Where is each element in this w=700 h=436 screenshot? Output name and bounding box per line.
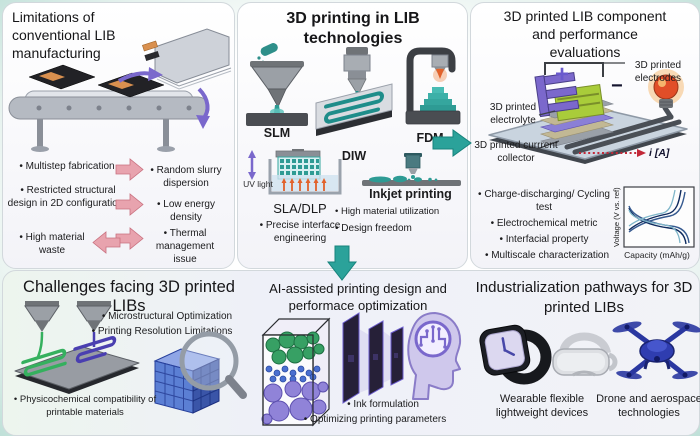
teal-arrow-right-icon [432,129,472,157]
bullet-microstructural-optimization: • Microstructural Optimization [101,311,233,322]
sla-vat-icon [248,149,342,195]
purple-electrode [534,71,580,118]
vr-headset-icon [552,332,618,377]
pouch-cell-icon [142,28,232,90]
bullet-high-material-waste: • High material waste [19,232,85,257]
purple-double-arrow-icon [248,150,256,180]
voltage-capacity-chart [623,186,695,248]
bullet-electrochemical-metric: • Electrochemical metric [490,218,598,229]
ai-brain-head-icon [407,312,462,400]
purple-arrow-icon [117,67,210,129]
panel-printing: 3D printing in LIB technologies SLM DI [237,2,468,269]
panel-evaluation: 3D printed LIB component and performance… [470,2,700,269]
chart-y-axis-label: Voltage (V vs. ref) [612,187,621,247]
electrode-sheet-icon [28,64,96,90]
chart-x-axis-label: Capacity (mAh/g) [624,250,690,260]
drone-icon [612,321,700,380]
caption-drone-aerospace: Drone and aerospace technologies [596,393,700,420]
pink-arrow-right-icon [115,158,144,181]
nozzle-icon [24,301,60,358]
bullet-printing-resolution: • Printing Resolution Limitations [91,326,233,337]
teal-arrow-down-icon [326,245,358,281]
uv-arrows-icon [283,183,325,191]
panel-limitations: Limitations of conventional LIB manufact… [2,2,235,269]
uv-light-label: UV light [243,179,273,189]
lattice-cube-icon [153,348,221,414]
dual-nozzle-print-icon [14,301,140,394]
fdm-printer-icon [405,47,461,125]
sla-dlp-label: SLA/DLP [273,201,327,216]
diw-printer-icon [315,47,393,136]
bullet-low-energy-density: • Low energy density [157,199,215,224]
bullet-interfacial-property: • Interfacial property [499,234,589,245]
panel-bottom: Challenges facing 3D printed LIBs [2,270,700,436]
challenges-title: Challenges facing 3D printed LIBs [23,278,235,315]
current-collector-trace [564,105,682,155]
bullet-charge-discharging: • Charge-discharging/ Cycling test [478,189,610,214]
diw-label: DIW [341,149,367,163]
light-bulb-icon [648,69,684,108]
slm-printer-icon [246,43,308,126]
inkjet-printer-icon [362,153,461,186]
smartwatch-icon [479,324,552,385]
label-printed-electrolyte: 3D printed electrolyte [489,102,537,126]
bullet-design-freedom: • Design freedom [335,223,412,234]
bullet-multistep-fabrication: • Multistep fabrication [19,161,115,172]
purple-particles [261,380,329,425]
caption-wearable-devices: Wearable flexible lightweight devices [495,393,589,420]
magnifier-lattice-icon [153,331,247,414]
limitations-title: Limitations of conventional LIB manufact… [12,9,116,61]
label-printed-electrodes: 3D printed electrodes [634,60,682,84]
bullet-precise-interface: • Precise interface engineering [259,220,341,245]
pink-arrow-left-icon [92,231,121,254]
battery-stack-illustration [488,62,688,164]
evaluation-title: 3D printed LIB component and performance… [503,8,667,60]
label-printed-current-collector: 3D printed currrent collector [474,140,558,164]
minus-terminal-label: − [611,75,623,97]
conveyor-illustration [8,28,232,152]
printing-title: 3D printing in LIB technologies [286,10,420,47]
bullet-multiscale-characterization: • Multiscale characterization [484,250,610,261]
ai-title: AI-assisted printing design and performa… [269,281,447,313]
bullet-restricted-structural-design: • Restricted structural design in 2D con… [7,185,129,210]
nn-layers-icon [342,312,404,404]
inkjet-label: Inkjet printing [369,187,452,201]
bullet-ink-formulation: • Ink formulation [347,399,419,410]
bullet-physicochemical-compatibility: • Physicochemical compatibility of print… [13,394,157,418]
current-arrow-icon [579,149,646,157]
industrialization-title: Industrialization pathways for 3D printe… [475,279,693,316]
blue-particles [265,365,321,383]
bullet-thermal-management-issue: • Thermal management issue [155,228,215,266]
current-label: i [A] [649,147,670,159]
particle-box-icon [261,317,331,427]
electrode-sheet-icon [97,72,165,98]
bullet-high-material-utilization: • High material utilization [335,206,440,217]
plus-terminal-label: + [555,61,570,88]
pink-arrow-right-icon [115,193,144,216]
slm-label: SLM [263,126,291,140]
bullet-random-slurry-dispersion: • Random slurry dispersion [150,165,222,190]
bullet-optimizing-parameters: • Optimizing printing parameters [303,414,447,425]
nozzle-icon [76,301,112,347]
